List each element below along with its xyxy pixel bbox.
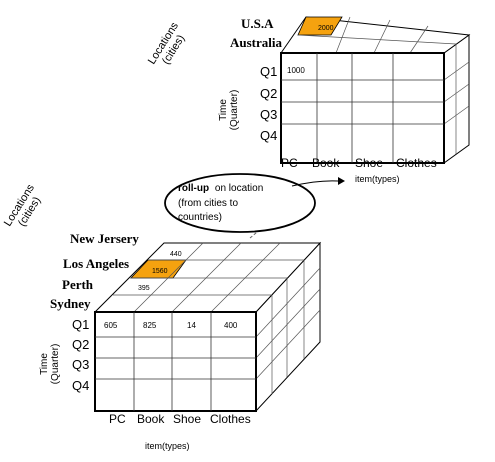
top-cube-front bbox=[280, 52, 445, 164]
bottom-cube-front bbox=[94, 311, 257, 412]
top-quarter-q1: Q1 bbox=[260, 64, 277, 79]
top-locations-axis-label: Locations (cities) bbox=[146, 20, 187, 67]
bottom-item-book: Book bbox=[137, 412, 165, 426]
rollup-line1: roll-up on location bbox=[178, 183, 263, 194]
bottom-quarter-q3: Q3 bbox=[72, 357, 89, 372]
top-location-australia: Australia bbox=[230, 35, 283, 50]
bottom-item-clothes: Clothes bbox=[210, 412, 251, 426]
svg-text:(Quarter): (Quarter) bbox=[229, 90, 240, 131]
top-item-clothes: Clothes bbox=[396, 156, 437, 170]
svg-text:(Quarter): (Quarter) bbox=[50, 344, 61, 385]
bottom-cell-q1-clothes: 400 bbox=[224, 321, 238, 330]
top-cell-q1-pc: 1000 bbox=[287, 66, 305, 75]
top-quarter-q3: Q3 bbox=[260, 107, 277, 122]
top-time-axis-label: Time (Quarter) bbox=[218, 90, 240, 131]
top-highlight-value: 2000 bbox=[318, 25, 334, 32]
top-item-shoe: Shoe bbox=[355, 156, 383, 170]
bottom-city-sydney: Sydney bbox=[50, 296, 91, 311]
svg-text:Time: Time bbox=[39, 353, 50, 375]
bottom-quarter-q4: Q4 bbox=[72, 378, 89, 393]
top-location-usa: U.S.A bbox=[241, 16, 274, 31]
bottom-cell-q1-pc: 605 bbox=[104, 321, 118, 330]
bottom-item-shoe: Shoe bbox=[173, 412, 201, 426]
bottom-item-axis-label: item(types) bbox=[145, 441, 190, 451]
bottom-locations-axis-label: Locations (cities) bbox=[2, 182, 43, 229]
bottom-quarter-q1: Q1 bbox=[72, 317, 89, 332]
bottom-cell-q1-shoe: 14 bbox=[187, 321, 196, 330]
top-cube: 1000 2000 U.S.A Australia Locations (cit… bbox=[146, 16, 471, 184]
top-highlight-cell bbox=[297, 16, 343, 36]
svg-text:Time: Time bbox=[218, 99, 229, 121]
top-item-book: Book bbox=[312, 156, 340, 170]
bottom-quarter-q2: Q2 bbox=[72, 337, 89, 352]
bottom-city-newjersey: New Jersery bbox=[70, 231, 139, 246]
top-item-axis-label: item(types) bbox=[355, 174, 400, 184]
bottom-item-pc: PC bbox=[109, 412, 126, 426]
rollup-arrow bbox=[291, 180, 339, 187]
rollup-line3: countries) bbox=[178, 212, 222, 223]
top-quarter-q4: Q4 bbox=[260, 128, 277, 143]
bottom-city-losangeles: Los Angeles bbox=[63, 256, 129, 271]
top-item-pc: PC bbox=[281, 156, 298, 170]
rollup-annotation: roll-up on location (from cities to coun… bbox=[164, 173, 345, 239]
bottom-city-perth: Perth bbox=[62, 277, 94, 292]
bottom-time-axis-label: Time (Quarter) bbox=[39, 344, 61, 385]
top-quarter-q2: Q2 bbox=[260, 86, 277, 101]
bottom-cell-q1-book: 825 bbox=[143, 321, 157, 330]
rollup-connector bbox=[249, 227, 263, 239]
rollup-ellipse bbox=[164, 173, 316, 233]
rollup-line2: (from cities to bbox=[178, 198, 238, 209]
bottom-back-value-perth: 395 bbox=[138, 285, 150, 292]
bottom-back-value-losangeles: 1560 bbox=[152, 268, 168, 275]
bottom-back-value-newjersey: 440 bbox=[170, 251, 182, 258]
bottom-cube: 605 825 14 400 440 1560 395 New Jersery … bbox=[2, 182, 322, 451]
rollup-arrowhead-icon bbox=[338, 177, 345, 185]
